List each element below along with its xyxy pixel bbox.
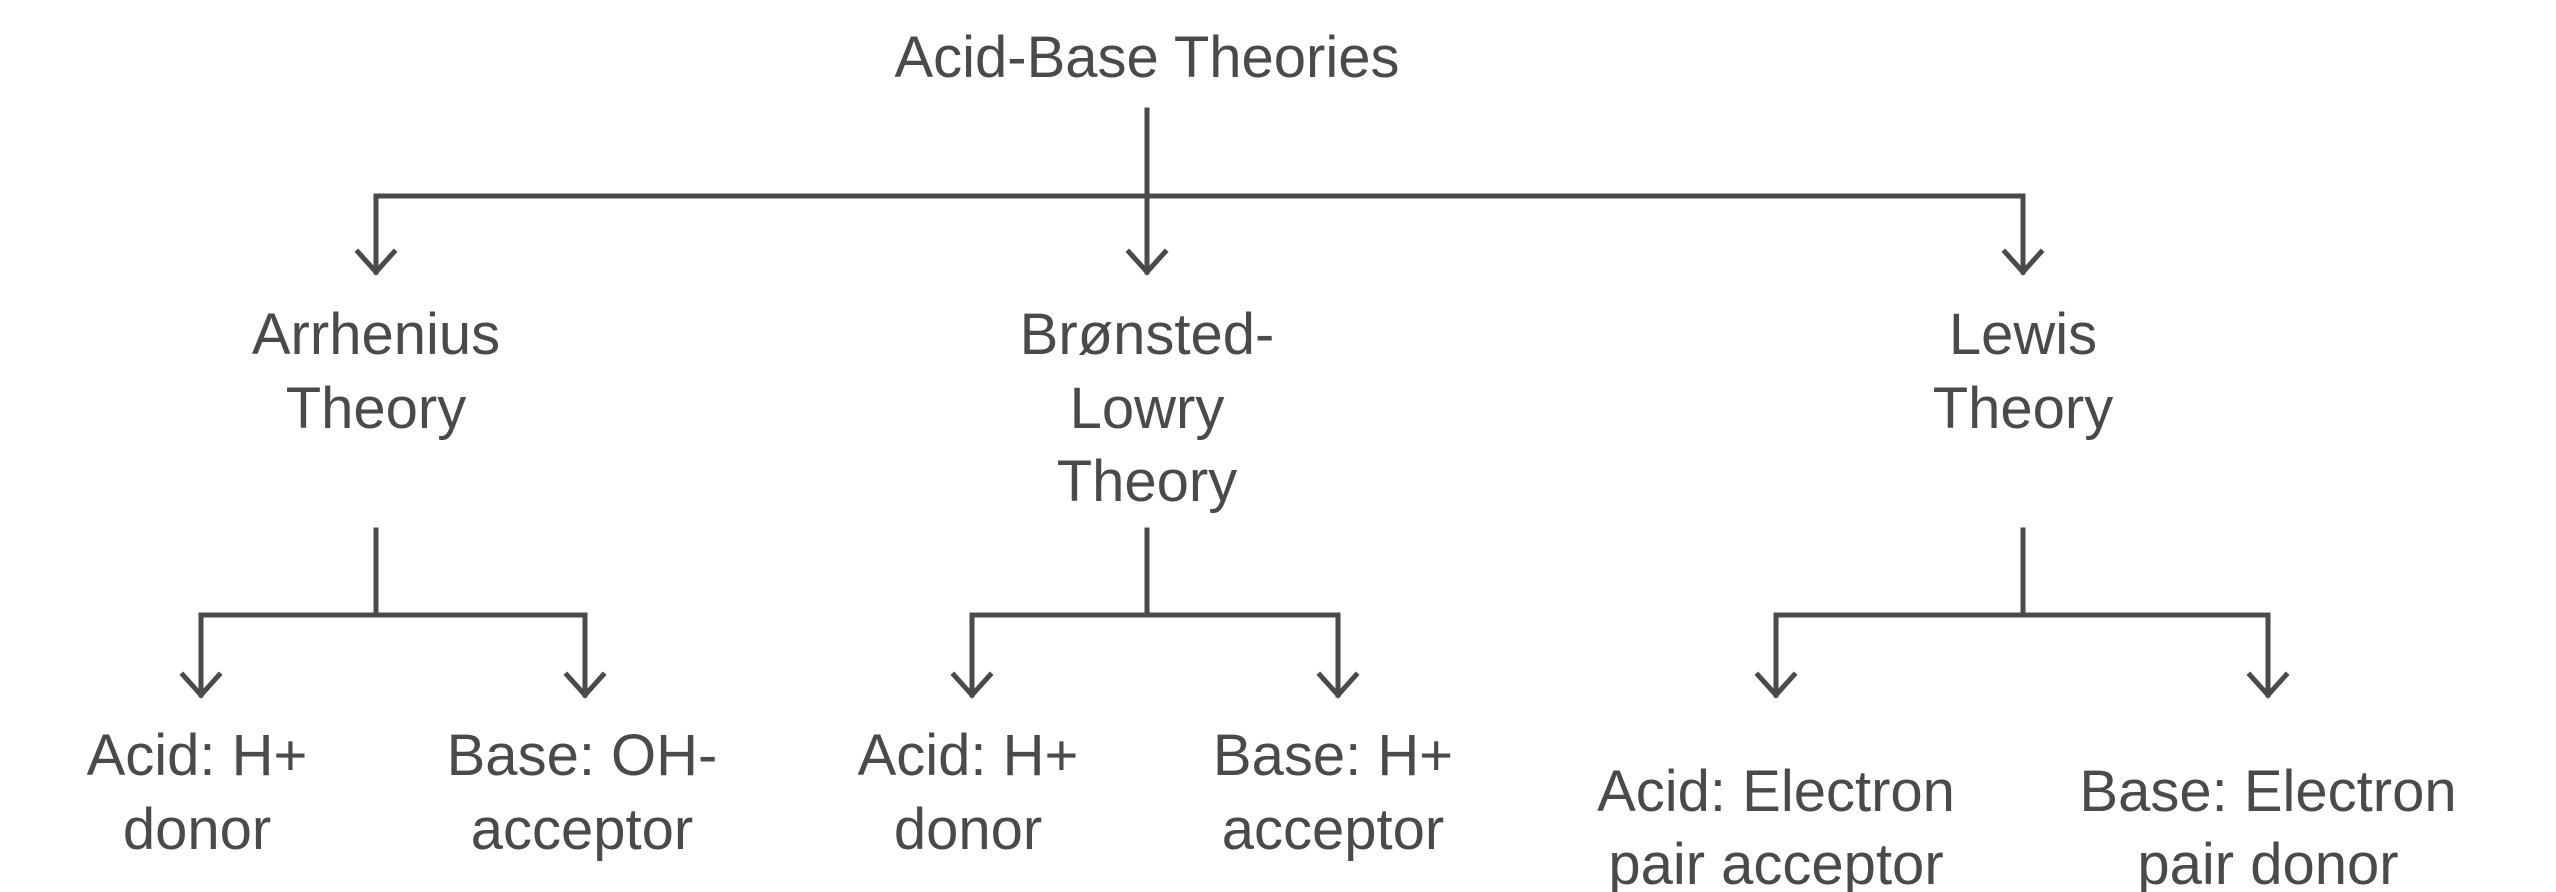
root-title: Acid-Base Theories [894, 25, 1399, 90]
arrhenius-acid-definition: Acid: H+ donor [87, 723, 308, 862]
arrowhead-bronsted-lowry-acid [950, 671, 994, 699]
theory-arrhenius-line-1: Arrhenius [252, 302, 500, 367]
theory-bronsted-lowry-line-3: Theory [1057, 449, 1238, 514]
theory-arrhenius-line-2: Theory [286, 376, 467, 441]
lewis-base-line-1: Base: Electron [2079, 759, 2456, 824]
bronsted-lowry-acid-definition: Acid: H+ donor [858, 723, 1079, 862]
arrowhead-bronsted-lowry-base [1316, 671, 1360, 699]
connectors [179, 107, 2290, 699]
arrhenius-base-definition: Base: OH- acceptor [447, 723, 718, 862]
arrowhead-arrhenius [354, 248, 398, 276]
arrowhead-lewis-acid [1754, 671, 1798, 699]
lewis-base-definition: Base: Electron pair donor [2079, 759, 2456, 892]
arrowhead-lewis [2001, 248, 2045, 276]
bronsted-lowry-base-line-1: Base: H+ [1213, 723, 1453, 788]
arrhenius-acid-line-2: donor [123, 797, 271, 862]
arrhenius-base-line-1: Base: OH- [447, 723, 718, 788]
lewis-acid-definition: Acid: Electron pair acceptor [1597, 759, 1955, 892]
arrowhead-bronsted-lowry [1125, 248, 1169, 276]
arrowhead-lewis-base [2246, 671, 2290, 699]
bronsted-lowry-base-line-2: acceptor [1222, 797, 1444, 862]
lewis-acid-line-2: pair acceptor [1608, 832, 1943, 892]
theory-arrhenius: Arrhenius Theory [252, 302, 500, 441]
arrowhead-arrhenius-base [563, 671, 607, 699]
theory-bronsted-lowry: Brønsted- Lowry Theory [1020, 302, 1275, 514]
lewis-base-line-2: pair donor [2137, 832, 2398, 892]
lewis-acid-line-1: Acid: Electron [1597, 759, 1955, 824]
theory-bronsted-lowry-line-2: Lowry [1070, 376, 1225, 441]
bronsted-lowry-base-definition: Base: H+ acceptor [1213, 723, 1453, 862]
bronsted-lowry-acid-line-2: donor [894, 797, 1042, 862]
theory-lewis-line-1: Lewis [1949, 302, 2097, 367]
arrhenius-acid-line-1: Acid: H+ [87, 723, 308, 788]
arrowhead-arrhenius-acid [179, 671, 223, 699]
bronsted-lowry-acid-line-1: Acid: H+ [858, 723, 1079, 788]
theory-lewis-line-2: Theory [1933, 376, 2114, 441]
theory-lewis: Lewis Theory [1933, 302, 2114, 441]
theory-bronsted-lowry-line-1: Brønsted- [1020, 302, 1275, 367]
arrhenius-base-line-2: acceptor [471, 797, 693, 862]
